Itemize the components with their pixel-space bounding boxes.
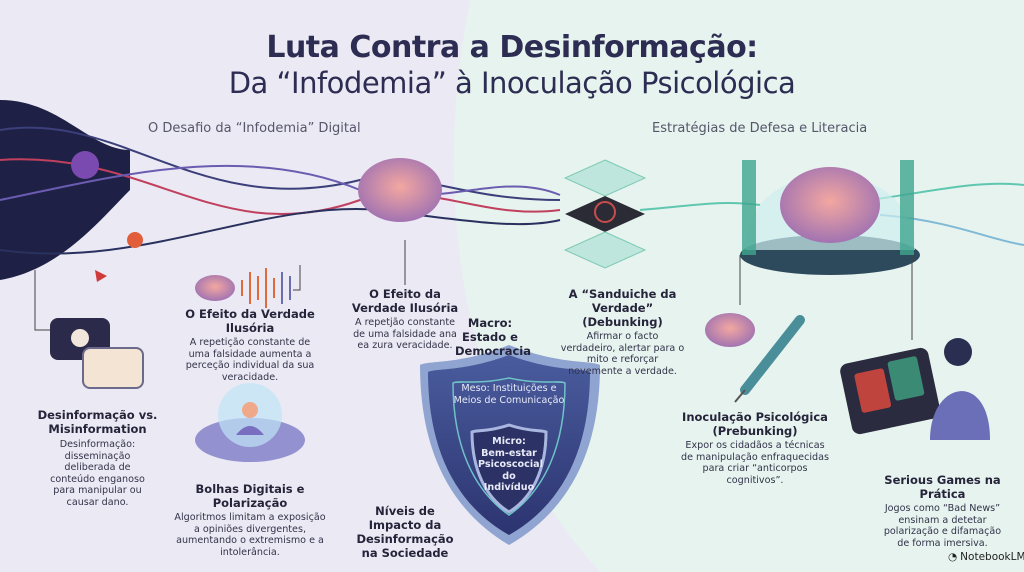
card-title: O Efeito da Verdade Ilusória <box>185 307 315 335</box>
card-title: Desinformação vs. Misinformation <box>37 408 158 436</box>
prohibited-icon <box>594 201 616 223</box>
card-serious-games: Serious Games na Prática Jogos como “Bad… <box>860 473 1024 549</box>
card-body: Expor os cidadãos a técnicas de manipula… <box>681 440 829 486</box>
shield-meso-label: Meso: Instituições e Meios de Comunicaçã… <box>453 383 565 406</box>
shield-macro-label: Macro: Estado e Democracia <box>455 316 531 358</box>
card-desinformacao: Desinformação vs. Misinformation Desinfo… <box>20 408 175 509</box>
card-efeito-verdade-2: O Efeito da Verdade Ilusória A repetjão … <box>350 287 460 352</box>
card-body: Algoritmos limitam a exposição a opiniõe… <box>174 512 326 558</box>
skull-icon <box>71 329 89 347</box>
brain-icon <box>195 275 235 301</box>
brain-icon <box>780 167 880 243</box>
filter-bubble-icon <box>195 383 305 462</box>
left-section-heading: O Desafio da “Infodemia” Digital <box>148 121 361 136</box>
sandwich-layers <box>563 159 647 269</box>
dark-network-area <box>0 100 130 280</box>
card-title: Bolhas Digitais e Polarização <box>195 482 305 510</box>
card-title: A “Sanduiche da Verdade” (Debunking) <box>568 287 677 329</box>
virus-icon <box>71 151 99 179</box>
tablet-game-illustration <box>840 338 990 440</box>
network-lines <box>0 126 1024 255</box>
card-bolhas: Bolhas Digitais e Polarização Algoritmos… <box>170 482 330 558</box>
shield-levels <box>420 345 600 545</box>
title-line-1: Luta Contra a Desinformação: <box>266 30 758 65</box>
card-body: Jogos como “Bad News” ensinam a detetar … <box>883 503 1002 549</box>
card-inoculacao: Inoculação Psicológica (Prebunking) Expo… <box>680 410 830 486</box>
card-title: Serious Games na Prática <box>884 473 1001 501</box>
soundwave-icon <box>241 268 291 308</box>
title-line-2: Da “Infodemia” à Inoculação Psicológica <box>228 66 796 100</box>
chat-bubbles-icon <box>50 318 144 389</box>
card-body: Desinformação: disseminação deliberada d… <box>50 439 145 508</box>
virus-icon <box>127 232 143 248</box>
card-title: Inoculação Psicológica (Prebunking) <box>682 410 828 438</box>
brain-icon <box>358 158 442 222</box>
right-section-heading: Estratégias de Defesa e Literacia <box>652 121 868 136</box>
brain-icon <box>705 313 755 347</box>
card-title: O Efeito da Verdade Ilusória <box>351 287 459 315</box>
card-niveis-title: Níveis de Impacto da Desinformação na So… <box>356 504 454 560</box>
card-body: A repetição constante de uma falsidade a… <box>185 337 315 383</box>
notebooklm-logo-icon: ◔ <box>948 551 958 563</box>
protected-brain-dome <box>740 160 920 275</box>
card-body: A repetjão constante de uma falsidade an… <box>353 317 457 352</box>
card-sanduiche: A “Sanduiche da Verdade” (Debunking) Afi… <box>560 287 685 377</box>
brand-name: NotebookLM <box>960 551 1024 563</box>
shield-micro-label: Micro: Bem-estar Psicoscocial do Indivíd… <box>478 436 543 493</box>
card-efeito-verdade-1: O Efeito da Verdade Ilusória A repetição… <box>180 307 320 383</box>
syringe-icon <box>705 313 805 403</box>
card-body: Afirmar o facto verdadeiro, alertar para… <box>560 331 685 377</box>
brand-badge: ◔ NotebookLM <box>948 551 1024 563</box>
